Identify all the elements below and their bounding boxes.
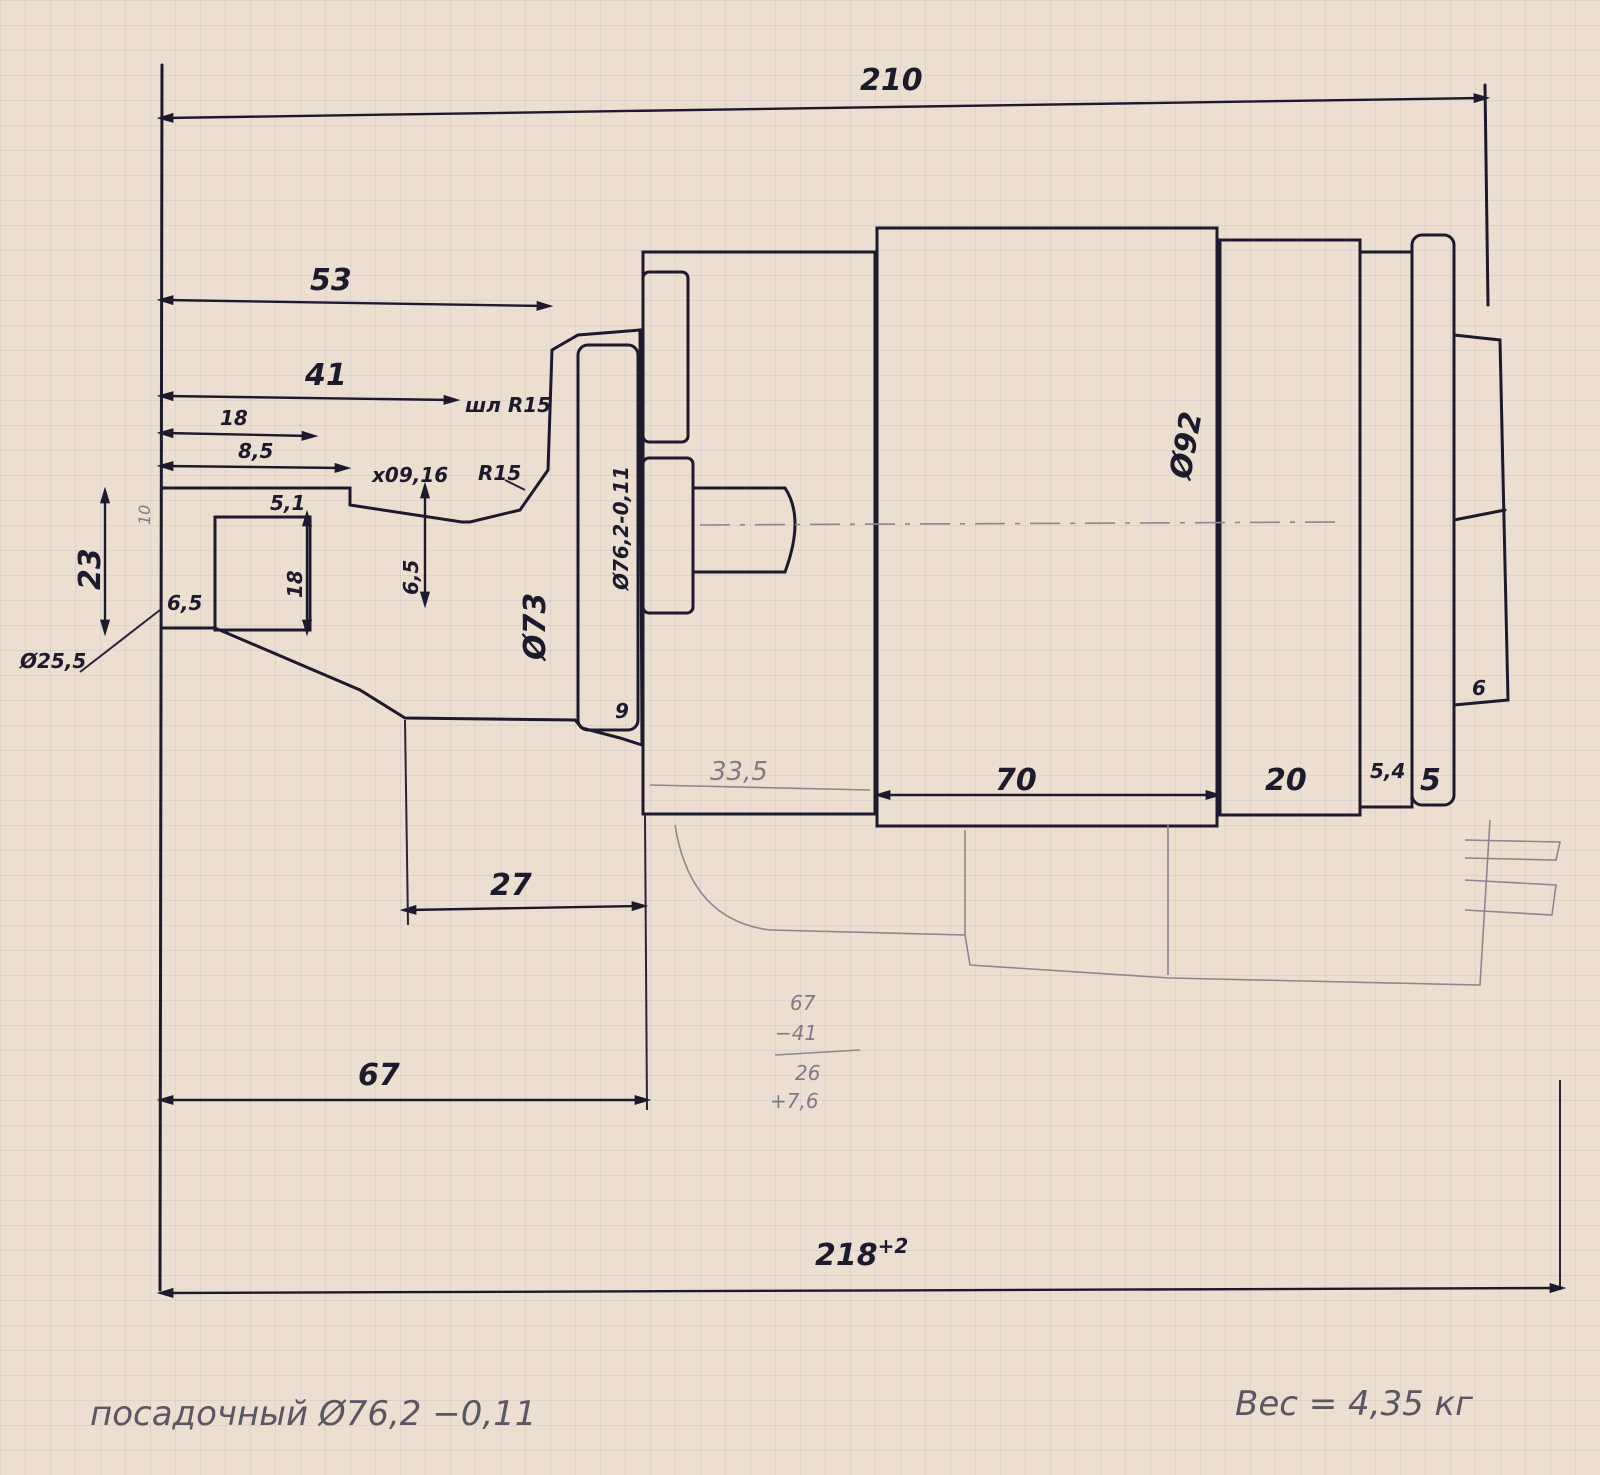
label-shaft-note: шл R15 [465, 393, 551, 417]
label-41: 41 [304, 358, 347, 393]
label-20: 20 [1265, 763, 1307, 798]
label-9: 9 [615, 699, 629, 723]
dim-line-53 [156, 295, 554, 311]
leader-r15 [504, 479, 526, 491]
label-54: 5,4 [1370, 759, 1405, 783]
weight-note: Вес = 4,35 кг [1235, 1384, 1474, 1424]
calc-line-2: −41 [775, 1021, 817, 1045]
label-67: 67 [358, 1058, 400, 1093]
label-335: 33,5 [710, 757, 768, 787]
pencil-sketch [674, 521, 1561, 986]
label-27: 27 [490, 868, 532, 903]
label-23: 23 [73, 548, 108, 590]
label-dia-92: Ø92 [1163, 409, 1209, 483]
label-51: 5,1 [270, 491, 305, 515]
label-70: 70 [995, 763, 1037, 798]
label-5: 5 [1420, 763, 1441, 798]
label-dia-73: Ø73 [518, 593, 553, 662]
dim-line-210 [156, 93, 1491, 123]
ext-line-27 [404, 719, 409, 926]
pencil-calculation: 67 −41 26 +7,6 [770, 991, 861, 1113]
label-53: 53 [310, 263, 352, 298]
right-extension-line [1483, 83, 1490, 307]
dim-line-27 [399, 901, 649, 915]
dim-line-18 [156, 428, 319, 441]
label-10: 10 [135, 505, 154, 525]
dim-line-335 [649, 784, 871, 791]
label-85: 8,5 [238, 439, 273, 463]
calc-line-3: 26 [795, 1061, 820, 1085]
label-18-vert: 18 [283, 570, 307, 598]
label-218: 218+2 [815, 1234, 908, 1273]
calc-line-1: 67 [790, 991, 816, 1015]
label-65-small: 6,5 [399, 560, 423, 595]
dim-line-85 [156, 461, 352, 473]
calc-line-4: +7,6 [770, 1089, 819, 1113]
fit-note: посадочный Ø76,2 −0,11 [90, 1394, 536, 1434]
label-6: 6 [1472, 676, 1486, 700]
datum-line [158, 63, 164, 1292]
ext-line-67 [644, 814, 648, 1111]
label-dia-255: Ø25,5 [19, 649, 86, 673]
part-outline [160, 226, 1510, 828]
label-65-left: 6,5 [167, 591, 202, 615]
label-thread: х09,16 [371, 463, 448, 487]
label-210: 210 [860, 63, 923, 98]
label-dia-762: Ø76,2-0,11 [609, 466, 633, 591]
dim-line-218 [156, 1282, 1567, 1299]
label-r15: R15 [478, 461, 521, 485]
dim-line-41 [156, 391, 461, 405]
leader-255 [79, 609, 161, 673]
label-18: 18 [220, 406, 248, 430]
